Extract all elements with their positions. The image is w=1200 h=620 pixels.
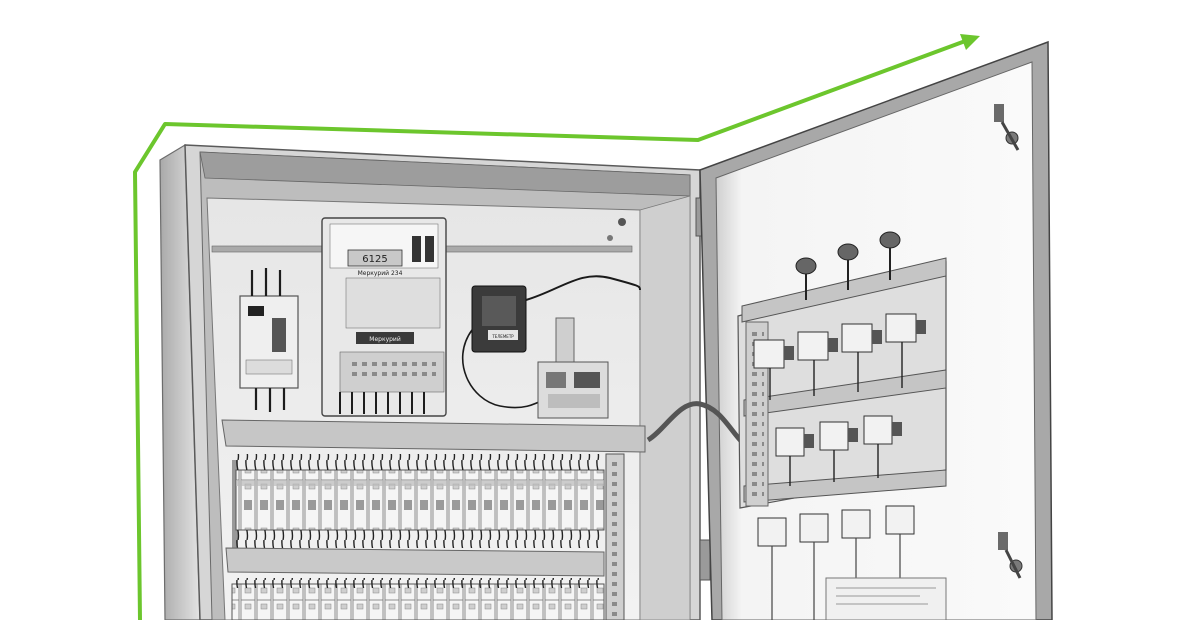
door-pilot-lamps [795, 231, 901, 300]
door-latch-bottom [998, 532, 1023, 579]
din-rail-contactor [537, 317, 609, 419]
main-circuit-breaker [239, 268, 299, 412]
meter-seal-tag: Меркурий [369, 336, 401, 343]
lower-breaker-row [231, 578, 605, 620]
door-component-plate [737, 231, 947, 620]
meter-display-text: 6125 [362, 254, 387, 265]
door-latch-top [994, 104, 1020, 151]
breaker-row [232, 454, 605, 550]
door-switch-row-3 [757, 505, 915, 547]
accent-arrow-head [960, 34, 980, 50]
meter-model-tag: Меркурий 234 [358, 270, 403, 277]
accent-outline-arrow [133, 34, 980, 620]
antenna-cable [525, 275, 641, 301]
door-switch-row-1 [753, 313, 926, 369]
telemetry-modem: ТЕЛЕМЕТР [461, 275, 641, 409]
energy-meter: 6125 Меркурий 234 Меркурий [321, 217, 447, 417]
meter-lcd [347, 249, 403, 267]
hinge-bottom [699, 539, 711, 581]
cabinet-left-wall [159, 143, 201, 620]
middle-divider [221, 419, 646, 453]
accent-outline-line [133, 38, 970, 620]
antenna-label: ТЕЛЕМЕТР [491, 334, 514, 339]
door-document-pocket [825, 577, 947, 620]
vertical-cable-duct [605, 453, 625, 620]
door-cable-loop [646, 401, 744, 444]
lower-divider [225, 547, 605, 577]
